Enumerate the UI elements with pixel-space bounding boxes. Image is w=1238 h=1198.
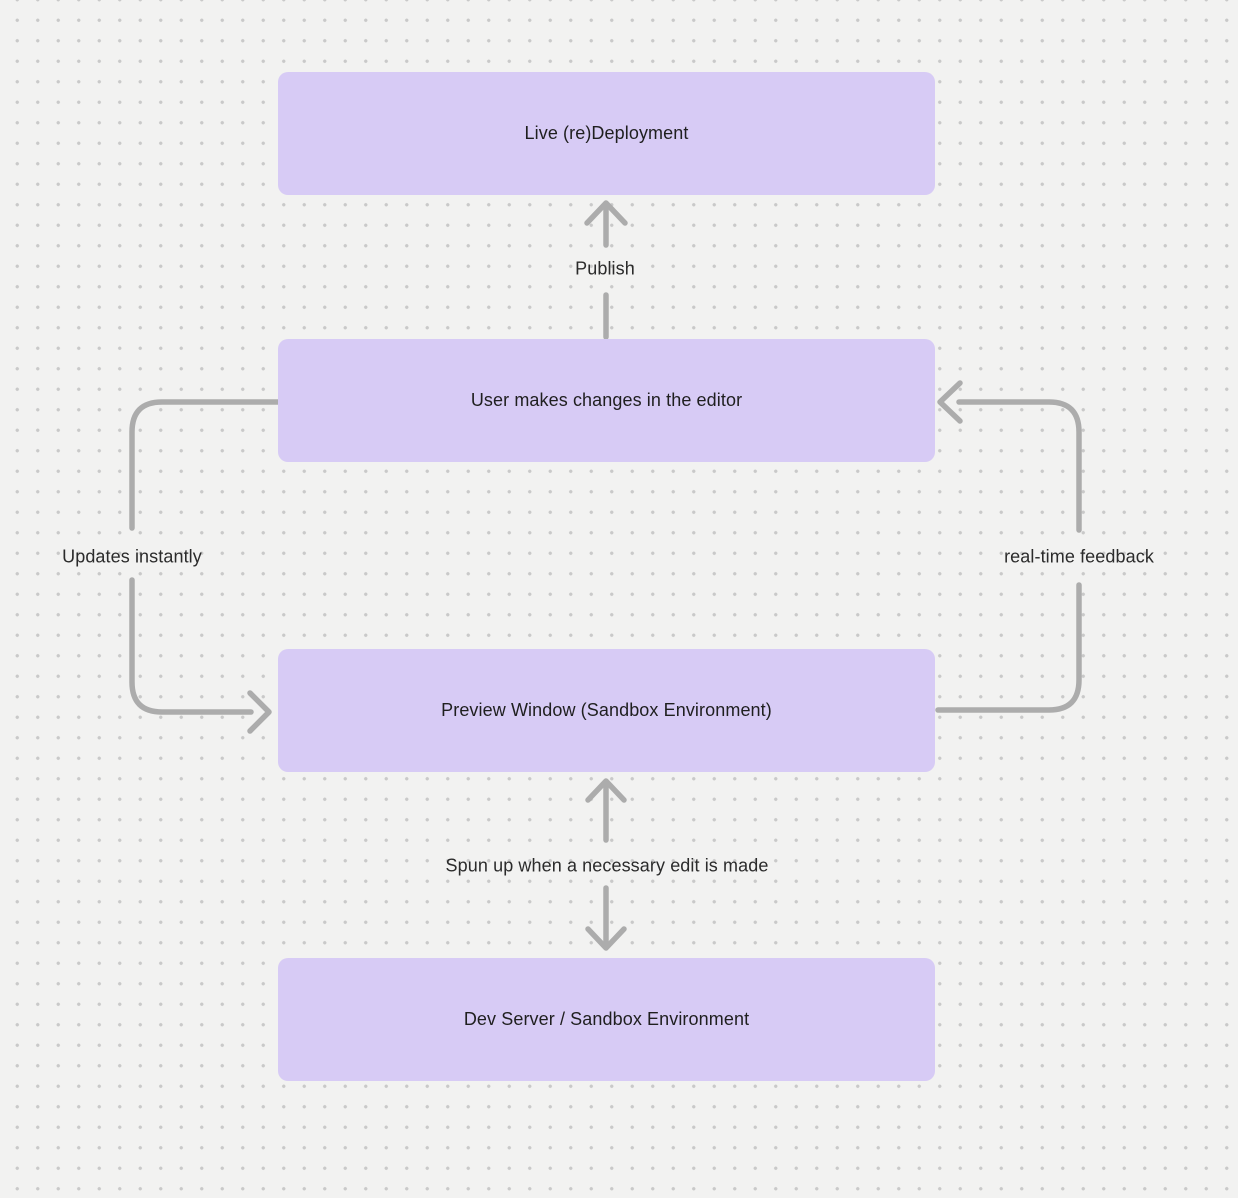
node-user-edits[interactable]: User makes changes in the editor bbox=[278, 339, 935, 462]
node-user-edits-label: User makes changes in the editor bbox=[470, 390, 743, 410]
edge-label-spun-up: Spun up when a necessary edit is made bbox=[445, 855, 769, 876]
edge-spun-up-arrow bbox=[585, 778, 627, 951]
edge-publish-arrow bbox=[584, 200, 628, 340]
edge-realtime-feedback-arrow bbox=[935, 380, 1082, 713]
edge-label-publish: Publish bbox=[575, 258, 635, 279]
node-live-deployment-label: Live (re)Deployment bbox=[524, 123, 689, 143]
node-preview-window-label: Preview Window (Sandbox Environment) bbox=[441, 700, 772, 720]
node-live-deployment[interactable]: Live (re)Deployment bbox=[278, 72, 935, 195]
edge-label-updates-instantly: Updates instantly bbox=[62, 546, 202, 567]
edge-updates-instantly-arrow bbox=[129, 399, 281, 734]
node-dev-server-label: Dev Server / Sandbox Environment bbox=[463, 1009, 750, 1029]
node-dev-server[interactable]: Dev Server / Sandbox Environment bbox=[278, 958, 935, 1081]
edge-label-realtime-feedback: real-time feedback bbox=[1004, 546, 1154, 567]
node-preview-window[interactable]: Preview Window (Sandbox Environment) bbox=[278, 649, 935, 772]
